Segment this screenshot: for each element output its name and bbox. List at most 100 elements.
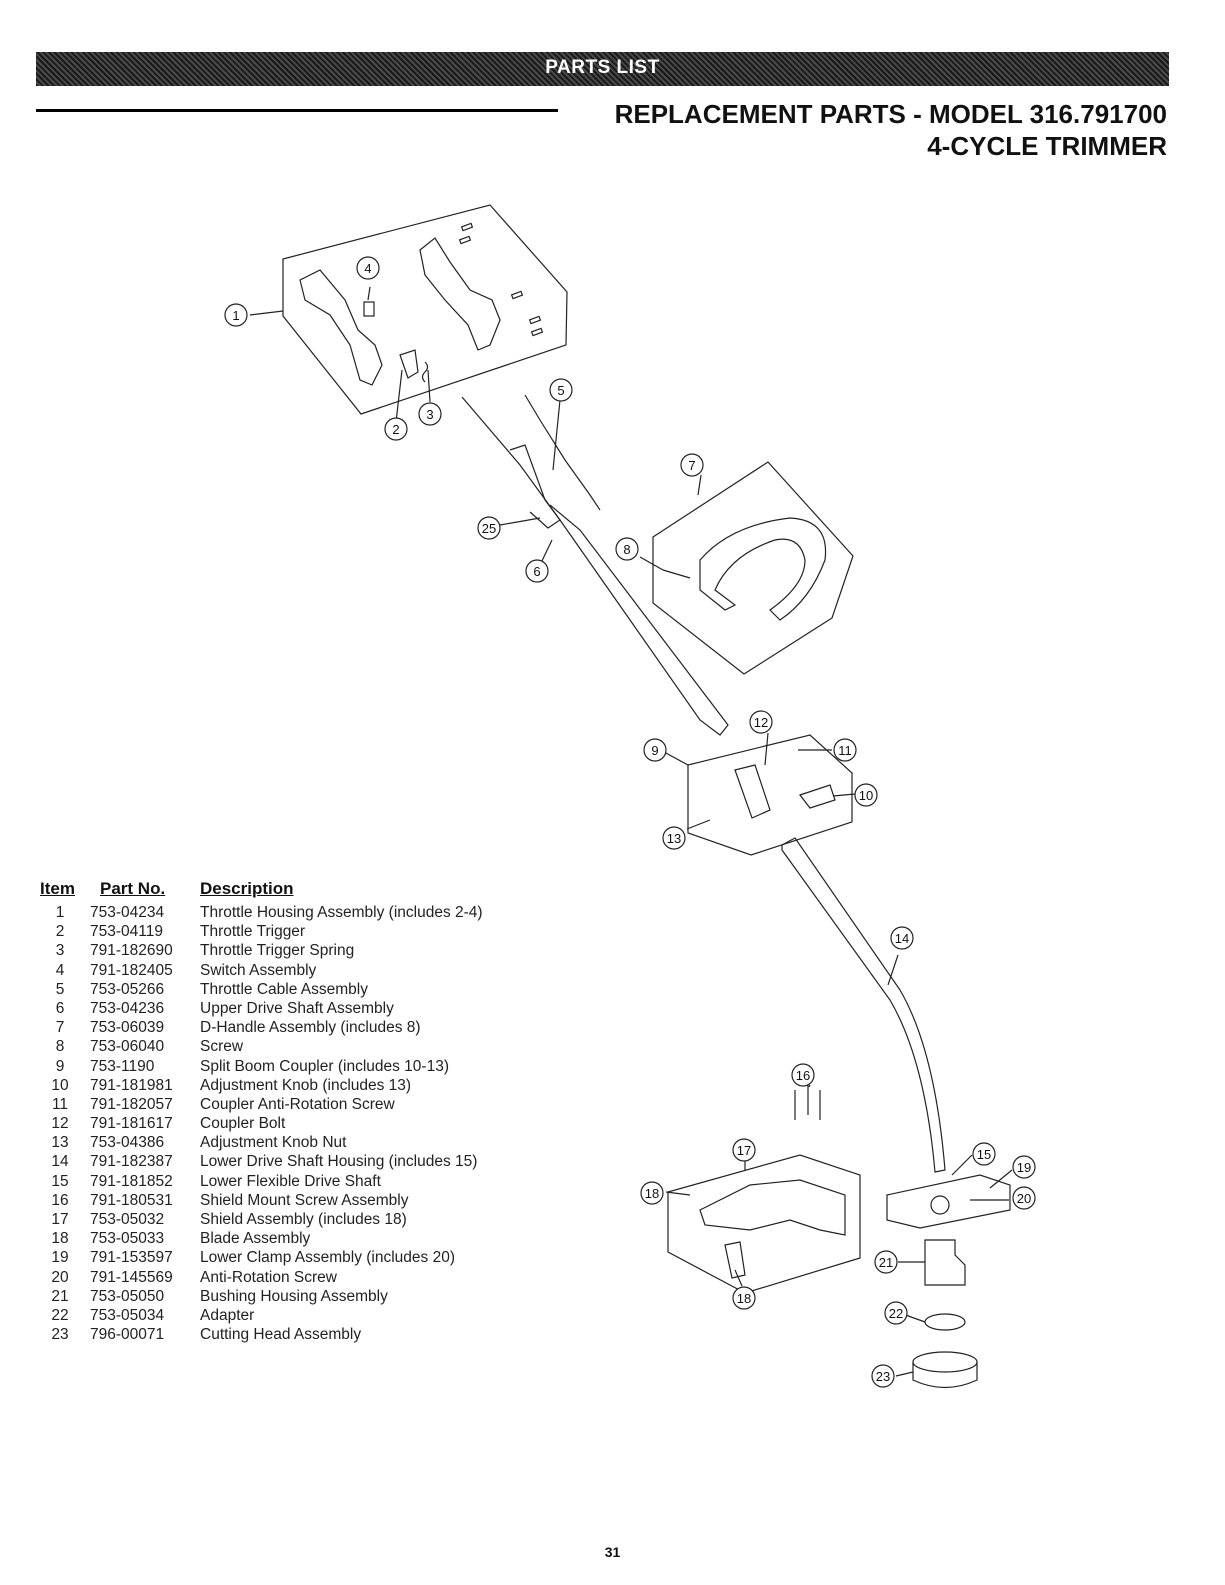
parts-table-body: 1 753-04234 Throttle Housing Assembly (inc… bbox=[40, 903, 520, 1344]
item-number: 1 bbox=[55, 904, 65, 921]
part-number: 796-00071 bbox=[90, 1326, 165, 1344]
callout-18a: 18 bbox=[645, 1186, 659, 1201]
housing-screws bbox=[458, 222, 544, 337]
upper-drive-shaft bbox=[461, 396, 729, 736]
item-number: 3 bbox=[55, 942, 65, 960]
part-number: 753-06040 bbox=[90, 1038, 165, 1056]
part-number: 791-182057 bbox=[90, 1095, 173, 1113]
callout-16: 16 bbox=[796, 1068, 810, 1083]
item-number: 4 bbox=[55, 961, 65, 979]
table-row: 21 753-05050 Bushing Housing Assembly bbox=[40, 1287, 520, 1306]
item-number: 9 bbox=[55, 1057, 65, 1075]
part-number: 753-04234 bbox=[90, 904, 165, 921]
part-description: Coupler Anti-Rotation Screw bbox=[200, 1095, 395, 1113]
table-row: 6 753-04236 Upper Drive Shaft Assembly bbox=[40, 999, 520, 1018]
part-number: 791-181617 bbox=[90, 1115, 173, 1133]
bushing-housing bbox=[924, 1239, 966, 1286]
item-number: 21 bbox=[51, 1287, 69, 1305]
item-number: 19 bbox=[51, 1249, 69, 1267]
header-description: Description bbox=[200, 879, 294, 898]
item-number: 5 bbox=[55, 980, 65, 998]
callout-15: 15 bbox=[977, 1147, 991, 1162]
part-description: Shield Mount Screw Assembly bbox=[200, 1191, 409, 1209]
callout-bubbles: 1 2 3 4 5 6 7 8 9 10 11 12 13 14 15 16 1… bbox=[224, 256, 1036, 1388]
part-number: 753-04236 bbox=[90, 999, 165, 1017]
part-description: D-Handle Assembly (includes 8) bbox=[200, 1019, 421, 1037]
part-description: Split Boom Coupler (includes 10-13) bbox=[200, 1057, 449, 1075]
banner-title: PARTS LIST bbox=[545, 57, 660, 78]
item-number: 13 bbox=[51, 1134, 69, 1152]
part-description: Throttle Housing Assembly (includes 2-4) bbox=[200, 904, 483, 921]
part-number: 753-04119 bbox=[90, 923, 163, 941]
callout-2: 2 bbox=[392, 422, 399, 437]
coupler-part bbox=[734, 764, 771, 819]
cutting-head bbox=[912, 1351, 978, 1373]
d-handle-part bbox=[699, 517, 827, 621]
callout-19: 19 bbox=[1017, 1160, 1031, 1175]
spring-part bbox=[421, 361, 429, 383]
item-number: 8 bbox=[55, 1038, 65, 1056]
item-number: 22 bbox=[51, 1306, 69, 1324]
lower-clamp-box bbox=[886, 1174, 1011, 1229]
part-number: 753-06039 bbox=[90, 1019, 165, 1037]
part-number: 753-05034 bbox=[90, 1306, 165, 1324]
table-row: 1 753-04234 Throttle Housing Assembly (inc… bbox=[40, 903, 520, 922]
part-number: 753-05033 bbox=[90, 1230, 165, 1248]
item-number: 18 bbox=[51, 1230, 69, 1248]
part-number: 791-182405 bbox=[90, 961, 173, 979]
item-number: 6 bbox=[55, 999, 65, 1017]
callout-21: 21 bbox=[879, 1255, 893, 1270]
adjustment-knob bbox=[799, 784, 836, 809]
callout-1: 1 bbox=[232, 308, 239, 323]
callout-3: 3 bbox=[426, 407, 433, 422]
callout-23: 23 bbox=[876, 1369, 890, 1384]
throttle-housing-right-half bbox=[419, 237, 501, 351]
clamp-part bbox=[930, 1195, 950, 1215]
part-number: 791-181852 bbox=[90, 1172, 173, 1190]
part-number: 753-05050 bbox=[90, 1287, 165, 1305]
callout-12: 12 bbox=[754, 715, 768, 730]
throttle-housing-left-half bbox=[299, 269, 383, 386]
part-number: 791-153597 bbox=[90, 1249, 173, 1267]
blade-part bbox=[724, 1241, 746, 1279]
item-number: 16 bbox=[51, 1191, 69, 1209]
adapter-part bbox=[924, 1313, 966, 1331]
parts-list-banner: PARTS LIST bbox=[36, 52, 1169, 86]
part-number: 753-05266 bbox=[90, 980, 165, 998]
callout-10: 10 bbox=[859, 788, 873, 803]
heading-model: REPLACEMENT PARTS - MODEL 316.791700 bbox=[614, 99, 1167, 129]
part-description: Upper Drive Shaft Assembly bbox=[200, 999, 394, 1017]
part-number: 791-145569 bbox=[90, 1268, 173, 1286]
callout-14: 14 bbox=[895, 931, 909, 946]
part-number: 791-182387 bbox=[90, 1153, 173, 1171]
trigger-part bbox=[399, 349, 419, 379]
part-number: 753-05032 bbox=[90, 1211, 165, 1228]
callout-9: 9 bbox=[651, 743, 658, 758]
part-description: Anti-Rotation Screw bbox=[200, 1268, 337, 1286]
callout-22: 22 bbox=[889, 1306, 903, 1321]
part-description: Throttle Trigger Spring bbox=[200, 942, 355, 960]
item-number: 10 bbox=[51, 1076, 69, 1094]
part-description: Bushing Housing Assembly bbox=[200, 1287, 388, 1305]
part-description: Throttle Trigger bbox=[200, 923, 306, 941]
part-description: Blade Assembly bbox=[200, 1230, 311, 1248]
callout-5: 5 bbox=[557, 383, 564, 398]
header-part-no: Part No. bbox=[100, 879, 166, 898]
item-number: 14 bbox=[51, 1153, 69, 1171]
part-number: 753-04386 bbox=[90, 1134, 165, 1152]
part-description: Coupler Bolt bbox=[200, 1115, 286, 1133]
callout-8: 8 bbox=[623, 542, 630, 557]
